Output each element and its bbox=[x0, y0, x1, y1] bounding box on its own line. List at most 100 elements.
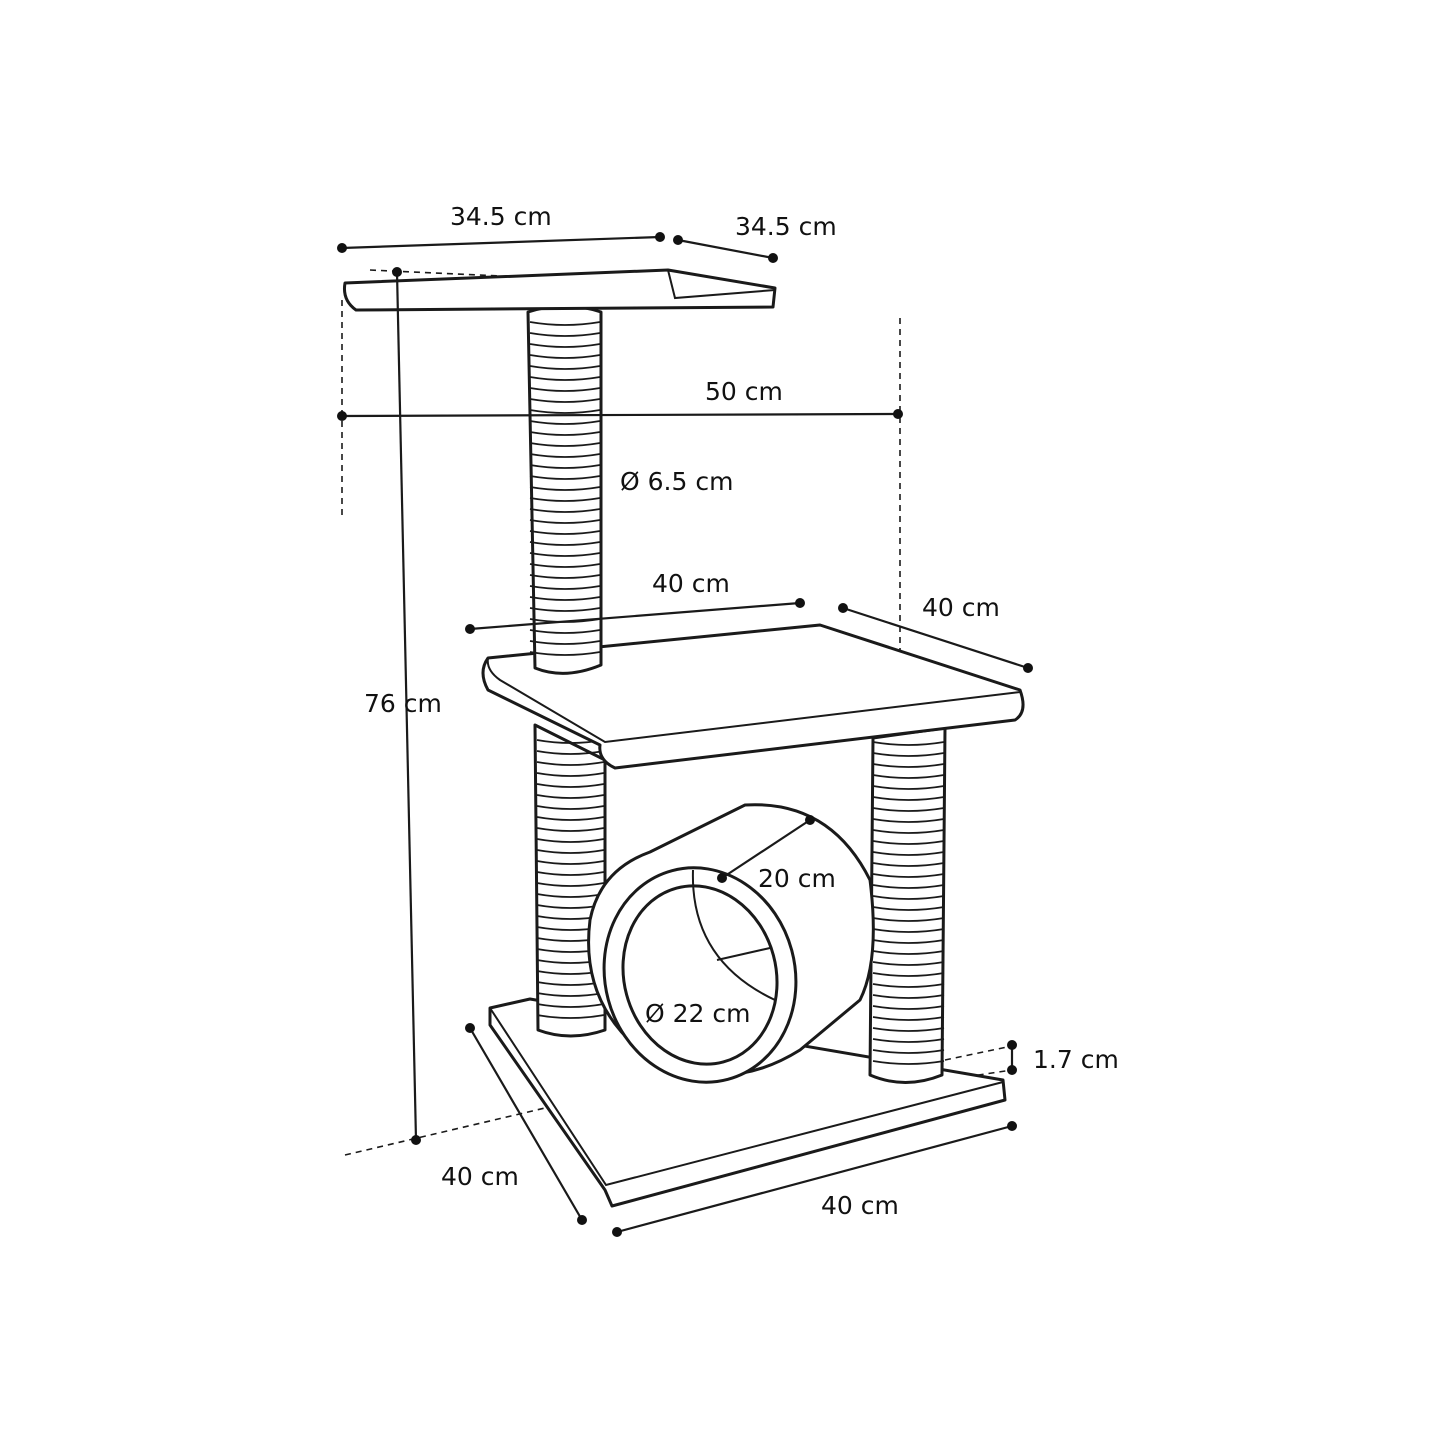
middle-depth-line bbox=[842, 606, 1029, 670]
upper-post-rope-rib bbox=[529, 486, 601, 491]
left-post-rope-rib bbox=[536, 783, 605, 788]
upper-post-rope-rib bbox=[529, 442, 601, 447]
upper-post-rope-rib bbox=[529, 376, 601, 381]
dimension-endpoint-dot bbox=[337, 243, 347, 253]
top-platform bbox=[343, 268, 777, 312]
left-post-rope-rib bbox=[536, 1003, 605, 1008]
dimension-endpoint-dot bbox=[838, 603, 848, 613]
right-post-rope-rib bbox=[872, 983, 945, 988]
left-post-rope-rib bbox=[536, 794, 605, 799]
top-depth-line bbox=[677, 238, 774, 260]
right-post-rope-rib bbox=[872, 972, 945, 977]
right-post-rope-rib bbox=[872, 1016, 945, 1021]
upper-post-rope-rib bbox=[529, 519, 601, 524]
upper-post-rope-rib bbox=[529, 398, 601, 403]
top-width-line bbox=[341, 235, 661, 250]
right-post-rope-rib bbox=[872, 774, 945, 779]
right-post-rope-rib bbox=[872, 873, 945, 878]
label-base-thickness: 1.7 cm bbox=[1033, 1045, 1119, 1074]
upper-post-rope-rib bbox=[529, 585, 601, 590]
dimension-endpoint-dot bbox=[655, 232, 665, 242]
base-width-line bbox=[616, 1124, 1013, 1234]
upper-post-rope-rib bbox=[529, 596, 601, 601]
upper-post-rope-rib bbox=[529, 332, 601, 337]
left-post-rope-rib bbox=[536, 849, 605, 854]
dimension-endpoint-dot bbox=[392, 267, 402, 277]
upper-post-rope-rib bbox=[529, 431, 601, 436]
label-base-depth: 40 cm bbox=[441, 1162, 519, 1191]
upper-post-rope-rib bbox=[529, 574, 601, 579]
right-post-rope-rib bbox=[872, 1005, 945, 1010]
right-post-rope-rib bbox=[872, 818, 945, 823]
left-post-rope-rib bbox=[536, 761, 605, 766]
right-post-rope-rib bbox=[872, 807, 945, 812]
upper-post-rope-rib bbox=[529, 464, 601, 469]
left-post-rope-rib bbox=[536, 772, 605, 777]
right-post-rope-rib bbox=[872, 796, 945, 801]
total-width-line bbox=[341, 412, 899, 418]
upper-post-rope-rib bbox=[529, 420, 601, 425]
right-post-rope-rib bbox=[872, 741, 945, 746]
left-post-rope-rib bbox=[536, 860, 605, 865]
upper-post-rope-rib bbox=[529, 651, 601, 656]
upper-post-rope-rib bbox=[529, 321, 601, 326]
upper-post-rope-rib bbox=[529, 563, 601, 568]
label-middle-depth: 40 cm bbox=[922, 593, 1000, 622]
dimension-endpoint-dot bbox=[465, 624, 475, 634]
right-post-rope-rib bbox=[872, 785, 945, 790]
dimension-labels: 34.5 cm 34.5 cm 50 cm Ø 6.5 cm 40 cm 40 … bbox=[364, 202, 1119, 1220]
label-tunnel-length: 20 cm bbox=[758, 864, 836, 893]
dimension-endpoint-dot bbox=[612, 1227, 622, 1237]
dimension-endpoint-dot bbox=[805, 815, 815, 825]
dimension-lines bbox=[341, 235, 1029, 1234]
right-post-rope-rib bbox=[872, 950, 945, 955]
upper-post bbox=[526, 304, 603, 675]
dimension-endpoint-dot bbox=[768, 253, 778, 263]
upper-post-rope-rib bbox=[529, 475, 601, 480]
left-post-rope-rib bbox=[536, 750, 605, 755]
label-post-diameter: Ø 6.5 cm bbox=[620, 467, 733, 496]
upper-post-rope-rib bbox=[529, 629, 601, 634]
label-base-width: 40 cm bbox=[821, 1191, 899, 1220]
left-post-rope-rib bbox=[536, 816, 605, 821]
right-post-rope-rib bbox=[872, 851, 945, 856]
upper-post-rope-rib bbox=[529, 541, 601, 546]
left-post-rope-rib bbox=[536, 827, 605, 832]
upper-post-rope-rib bbox=[529, 640, 601, 645]
tunnel bbox=[587, 803, 875, 1084]
left-post-rope-rib bbox=[536, 871, 605, 876]
right-post-rope-rib bbox=[872, 994, 945, 999]
upper-post-rope-rib bbox=[529, 409, 601, 414]
right-post-rope-rib bbox=[872, 1049, 945, 1054]
dimension-endpoint-dot bbox=[337, 411, 347, 421]
upper-post-rope-rib bbox=[529, 365, 601, 370]
upper-post-rope-rib bbox=[529, 453, 601, 458]
right-post-rope-rib bbox=[872, 895, 945, 900]
dimension-endpoint-dot bbox=[577, 1215, 587, 1225]
middle-platform bbox=[481, 623, 1025, 770]
dimension-endpoint-dot bbox=[717, 873, 727, 883]
dimension-endpoint-dot bbox=[1007, 1065, 1017, 1075]
dimension-endpoints bbox=[337, 232, 1033, 1237]
label-total-height: 76 cm bbox=[364, 689, 442, 718]
base-depth-line bbox=[469, 1027, 583, 1221]
right-post-rope-rib bbox=[872, 884, 945, 889]
dimension-endpoint-dot bbox=[1007, 1040, 1017, 1050]
right-post-rope-rib bbox=[872, 1038, 945, 1043]
right-post-rope-rib bbox=[872, 928, 945, 933]
upper-post-rope-rib bbox=[529, 552, 601, 557]
right-post-rope-rib bbox=[872, 752, 945, 757]
dimension-endpoint-dot bbox=[673, 235, 683, 245]
label-tunnel-diameter: Ø 22 cm bbox=[645, 999, 750, 1028]
middle-width-line bbox=[469, 601, 801, 631]
lower-right-post bbox=[868, 726, 947, 1084]
dimension-endpoint-dot bbox=[893, 409, 903, 419]
upper-post-rope-rib bbox=[529, 607, 601, 612]
height-line bbox=[395, 271, 418, 1141]
left-post-rope-rib bbox=[536, 838, 605, 843]
lower-left-post bbox=[533, 723, 607, 1038]
right-post-rope-rib bbox=[872, 961, 945, 966]
right-post-rope-rib bbox=[872, 1027, 945, 1032]
right-post-rope-rib bbox=[872, 763, 945, 768]
dimension-endpoint-dot bbox=[795, 598, 805, 608]
